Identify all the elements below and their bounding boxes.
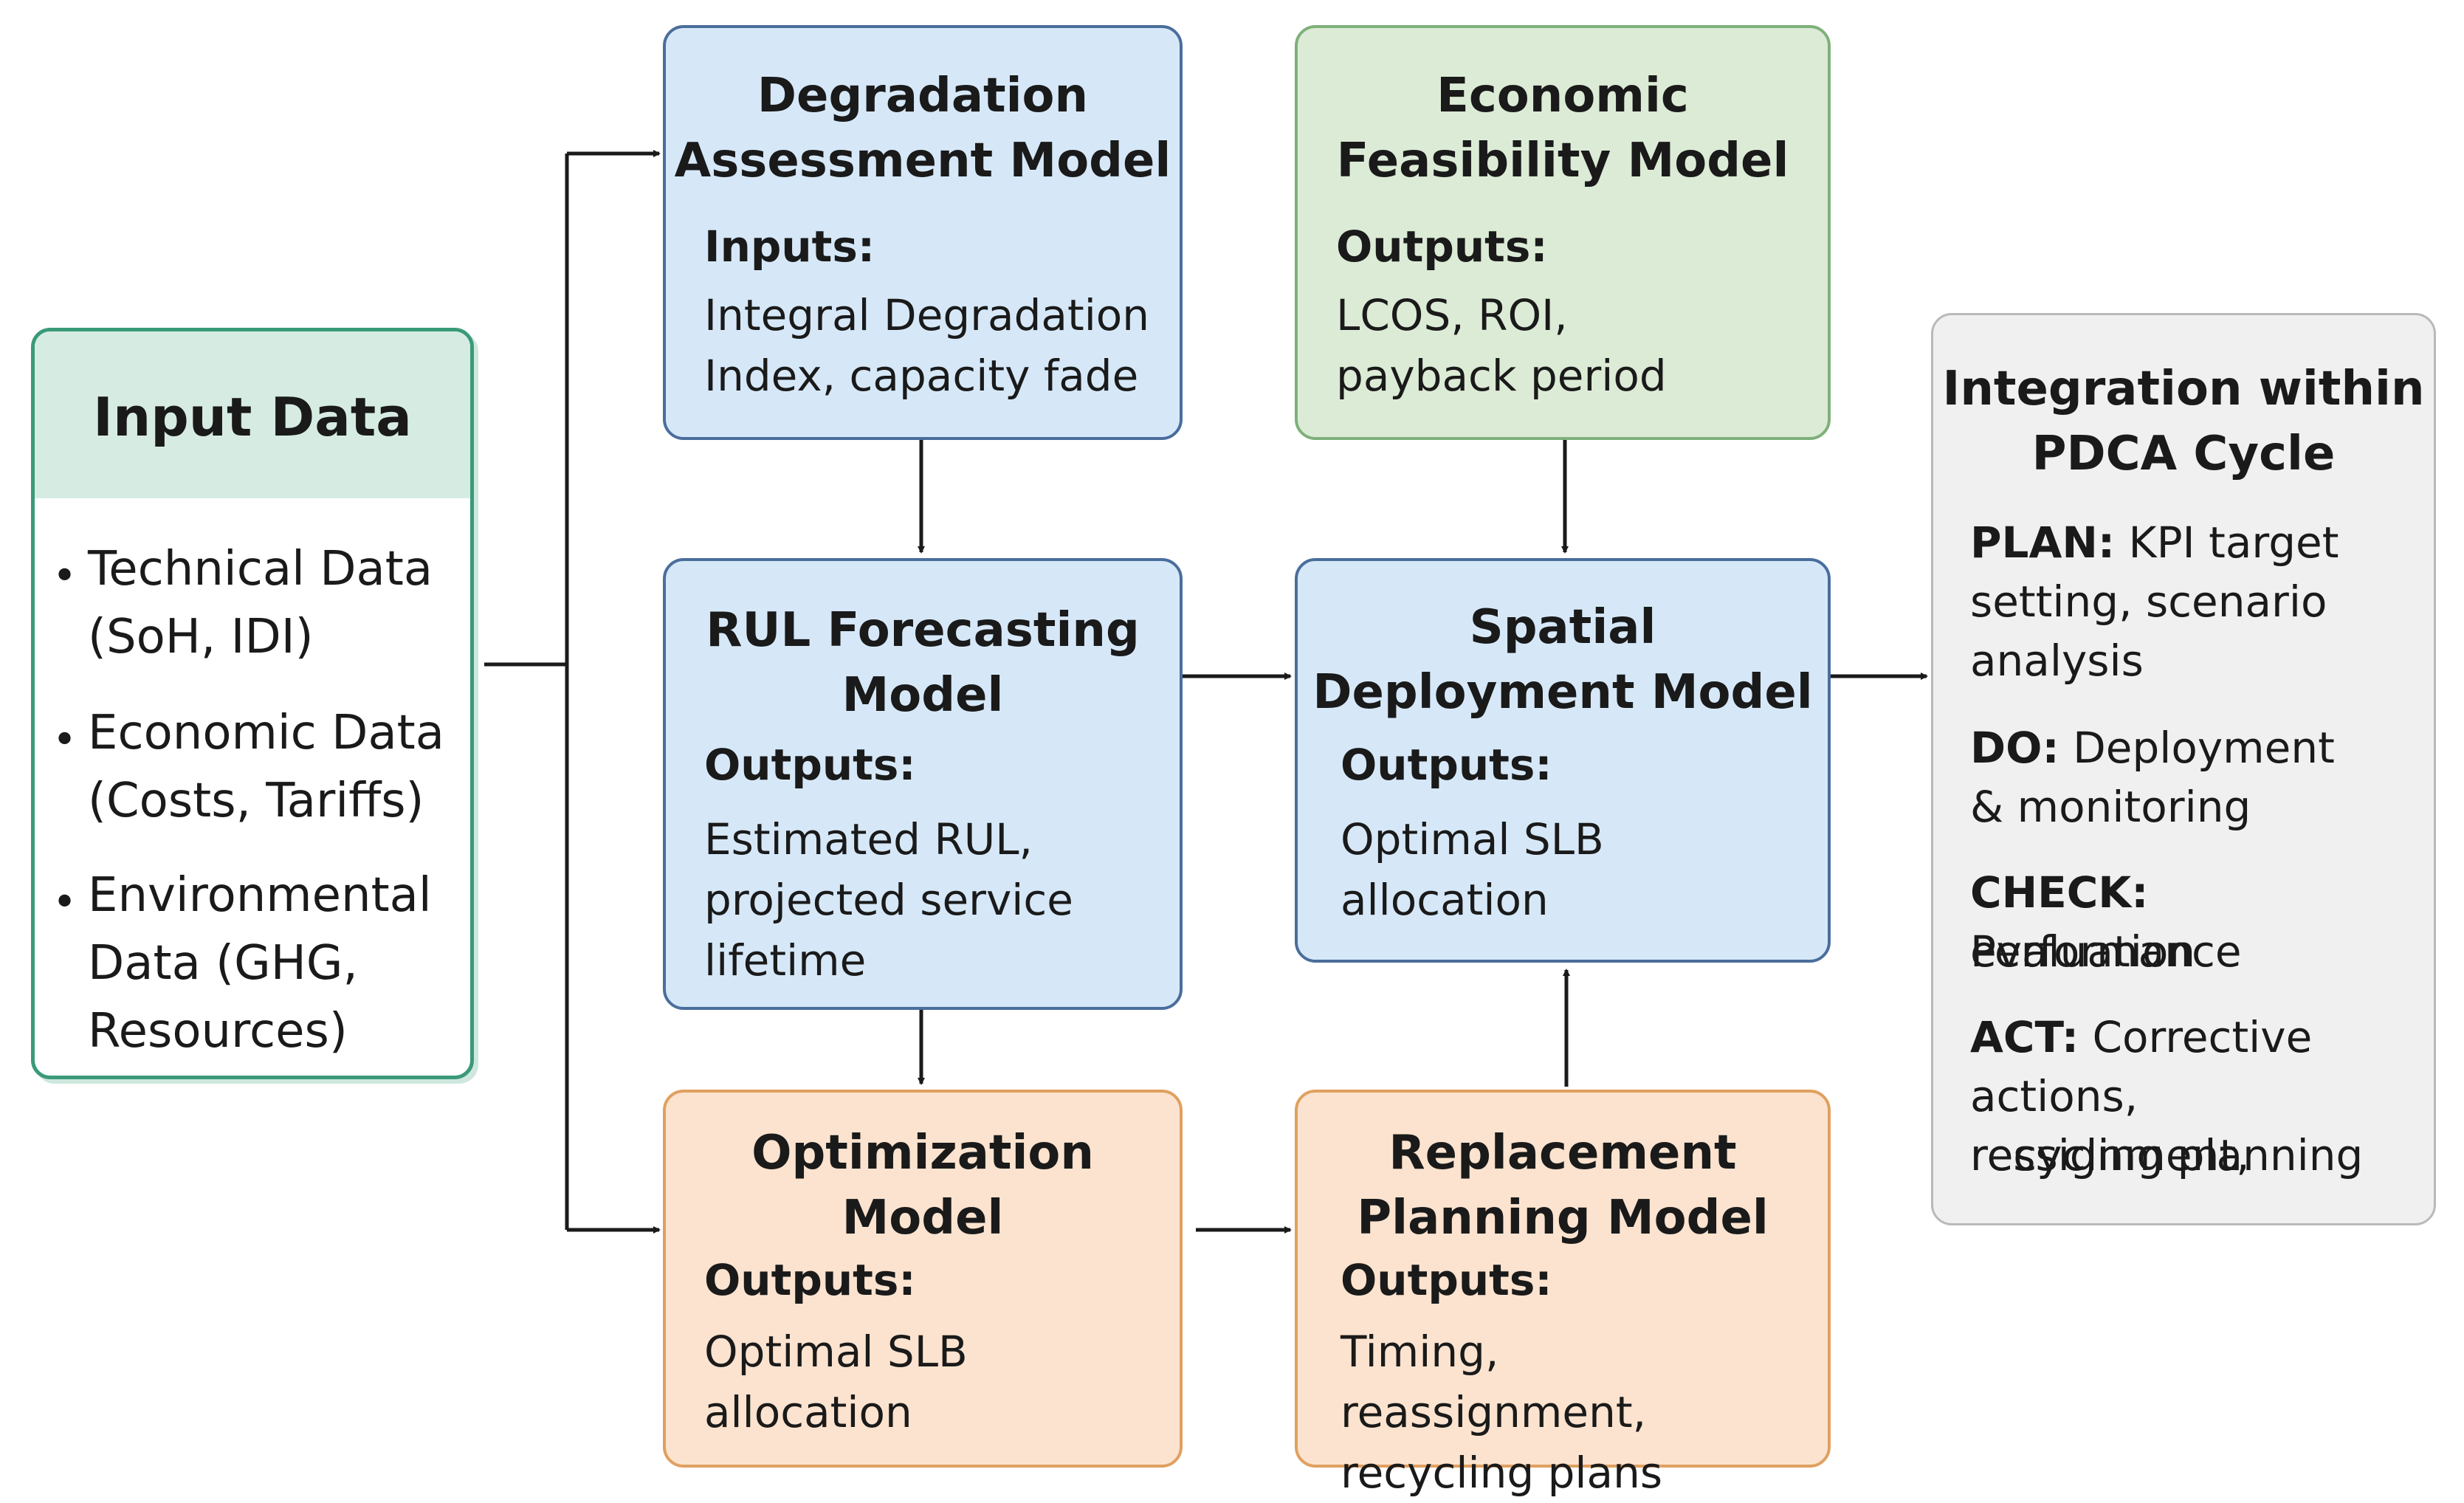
- pdca-act-label: ACT:: [1970, 1012, 2079, 1062]
- pdca-plan-label: PLAN:: [1970, 517, 2116, 568]
- economic-feasibility-box: Economic Feasibility Model Outputs: LCOS…: [1295, 25, 1831, 440]
- rul-forecasting-box: RUL Forecasting Model Outputs: Estimated…: [663, 558, 1183, 1010]
- pdca-integration-box: Integration within PDCA Cycle PLAN: KPI …: [1931, 313, 2436, 1225]
- pdca-title: Integration within PDCA Cycle: [1942, 362, 2425, 481]
- input-item-technical: Technical Data (SoH, IDI): [88, 542, 433, 664]
- rul-outputs-label: Outputs:: [704, 740, 916, 790]
- pdca-act-text: Corrective: [2092, 1012, 2313, 1062]
- economic-outputs-label: Outputs:: [1336, 221, 1548, 272]
- optimization-outputs-label: Outputs:: [704, 1255, 916, 1305]
- pdca-act-line3: recycling planning: [1970, 1130, 2364, 1180]
- pdca-check-text: Performance: [1970, 926, 2242, 977]
- spatial-title: Spatial Deployment Model: [1312, 600, 1813, 720]
- pdca-do-line2: & monitoring: [1970, 782, 2251, 832]
- pdca-check: CHECK: Performance: [1970, 863, 2419, 981]
- pdca-do: DO: Deployment: [1970, 718, 2419, 777]
- optimization-box: Optimization Model Outputs: Optimal SLB …: [663, 1090, 1183, 1468]
- rul-text: Estimated RUL, projected service lifetim…: [704, 814, 1073, 986]
- pdca-plan: PLAN: KPI target: [1970, 513, 2419, 572]
- degradation-title: Degradation Assessment Model: [674, 69, 1171, 188]
- spatial-outputs-label: Outputs:: [1341, 740, 1552, 790]
- input-item-economic: Economic Data (Costs, Tariffs): [88, 706, 444, 828]
- economic-text: LCOS, ROI, payback period: [1336, 290, 1667, 401]
- replacement-planning-box: Replacement Planning Model Outputs: Timi…: [1295, 1090, 1831, 1498]
- pdca-plan-line2: setting, scenario: [1970, 577, 2327, 627]
- pdca-plan-line3: analysis: [1970, 636, 2144, 686]
- pdca-do-label: DO:: [1970, 723, 2059, 773]
- pdca-act: ACT: Corrective: [1970, 1008, 2419, 1067]
- pdca-check-line2: evaluation: [1970, 926, 2196, 977]
- bullet-dot: •: [52, 552, 78, 600]
- optimization-text: Optimal SLB allocation: [704, 1327, 968, 1437]
- pdca-check-label: CHECK:: [1970, 867, 2149, 918]
- spatial-deployment-box: Spatial Deployment Model Outputs: Optima…: [1295, 558, 1831, 963]
- spatial-text: Optimal SLB allocation: [1341, 814, 1604, 925]
- degradation-text: Integral Degradation Index, capacity fad…: [704, 290, 1150, 401]
- rul-title: RUL Forecasting Model: [706, 603, 1140, 723]
- input-data-title: Input Data: [93, 386, 412, 448]
- economic-title: Economic Feasibility Model: [1336, 69, 1789, 188]
- replacement-outputs-label: Outputs:: [1341, 1255, 1552, 1305]
- bullet-dot: •: [52, 878, 78, 926]
- optimization-title: Optimization Model: [751, 1126, 1094, 1245]
- degradation-assessment-box: Degradation Assessment Model Inputs: Int…: [663, 25, 1183, 440]
- input-item-environmental: Environmental Data (GHG, Resources): [88, 868, 432, 1059]
- replacement-text: Timing, reassignment, recycling plans: [1341, 1327, 1663, 1498]
- pdca-do-text: Deployment: [2073, 723, 2335, 773]
- input-data-header: Input Data: [35, 331, 470, 498]
- pdca-act-line2: actions, ressignment,: [1970, 1071, 2250, 1180]
- input-data-panel: Input Data • Technical Data (SoH, IDI) •…: [31, 328, 474, 1079]
- pdca-plan-text: KPI target: [2128, 517, 2339, 568]
- bullet-dot: •: [52, 716, 78, 764]
- replacement-title: Replacement Planning Model: [1357, 1126, 1769, 1245]
- degradation-inputs-label: Inputs:: [704, 221, 875, 272]
